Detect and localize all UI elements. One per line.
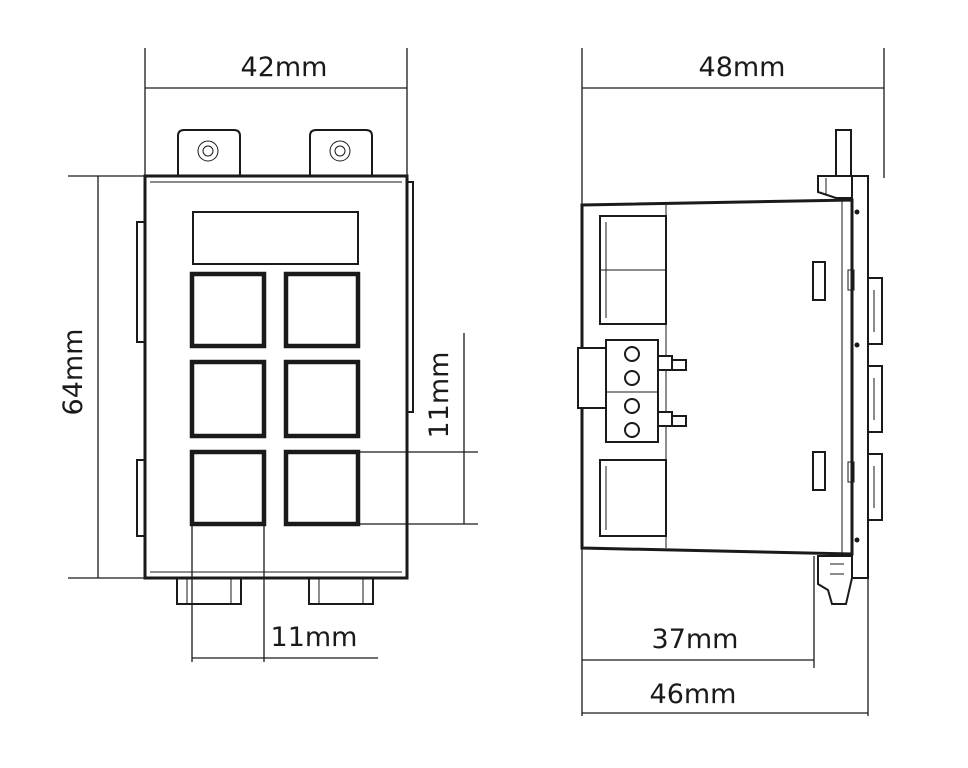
front-height-label: 64mm: [58, 329, 89, 416]
front-plate: [851, 175, 883, 579]
key-height-dimension: 11mm: [358, 333, 478, 525]
bottom-latch: [817, 555, 853, 605]
front-width-dimension: 42mm: [144, 48, 408, 178]
bottom-clip-left: [176, 577, 242, 605]
label-window: [192, 211, 359, 265]
side-view: 48mm: [577, 48, 885, 716]
rear-connector-bottom: [599, 459, 667, 537]
key-1: [189, 271, 267, 349]
key-3: [189, 359, 267, 439]
key-4: [283, 359, 361, 439]
side-width-dimension: 48mm: [581, 48, 885, 205]
key-width-dimension: 11mm: [191, 524, 378, 662]
front-view: 42mm 64mm: [58, 48, 478, 662]
key-2: [283, 271, 361, 349]
top-latch: [817, 129, 853, 199]
key-width-label: 11mm: [271, 622, 358, 653]
terminal-block: [577, 339, 687, 443]
side-depth-inner-dimension: 37mm: [581, 548, 815, 716]
side-depth-dimension: 46mm: [582, 578, 869, 716]
bottom-clip-right: [308, 577, 374, 605]
key-5: [189, 449, 267, 527]
top-mounting-tab-right: [309, 129, 373, 176]
side-depth-inner-label: 37mm: [652, 624, 739, 655]
front-height-dimension: 64mm: [58, 175, 145, 579]
key-6: [283, 449, 361, 527]
key-height-label: 11mm: [424, 352, 455, 439]
top-mounting-tab-left: [177, 129, 241, 176]
side-width-label: 48mm: [699, 52, 786, 83]
side-depth-label: 46mm: [650, 679, 737, 710]
rear-connector-top: [599, 215, 667, 325]
front-width-label: 42mm: [241, 52, 328, 83]
